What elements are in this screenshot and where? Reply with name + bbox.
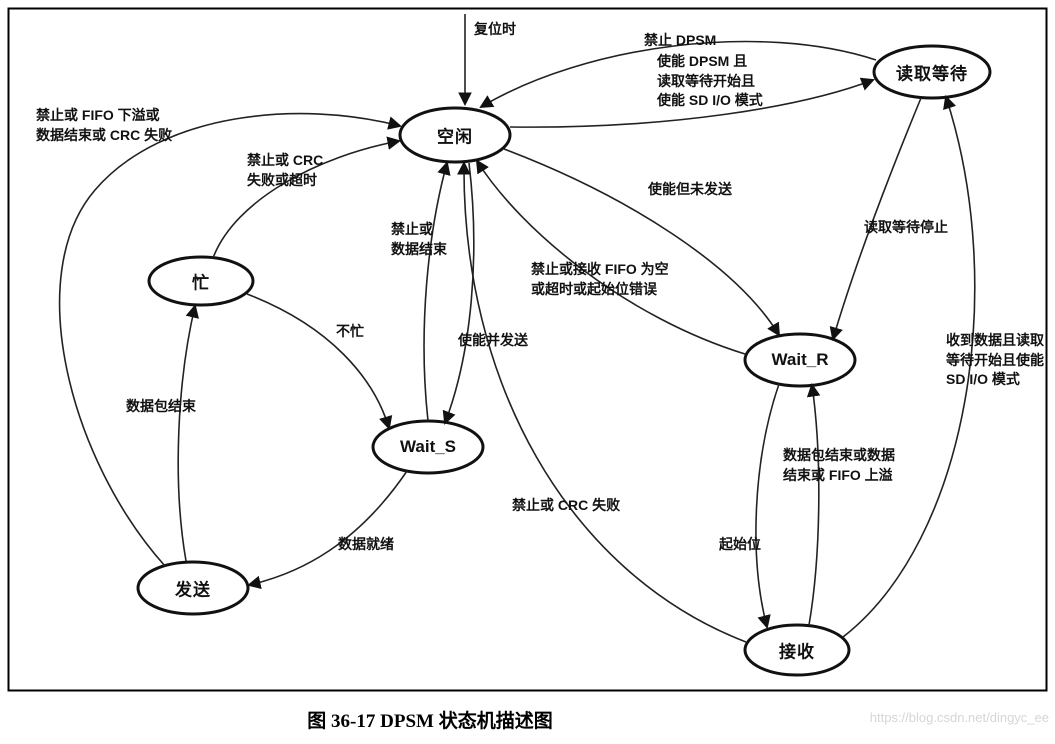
transition-label-data-received-readwait: 收到数据且读取 等待开始且使能 SD I/O 模式 xyxy=(946,332,1044,388)
state-ellipse-busy xyxy=(147,255,255,307)
transition-label-reset: 复位时 xyxy=(474,21,516,37)
transition-arrow-waits-to-idle xyxy=(423,161,451,422)
state-diagram-canvas xyxy=(7,7,1048,692)
transition-arrow-send-to-idle xyxy=(58,112,402,567)
state-label-receive: 接收 xyxy=(779,642,815,662)
transition-label-disable-rxfifo-empty: 禁止或接收 FIFO 为空 或超时或起始位错误 xyxy=(531,261,669,297)
transition-label-packet-end: 数据包结束 xyxy=(126,398,196,414)
figure-caption: 图 36-17 DPSM 状态机描述图 xyxy=(307,711,553,732)
state-ellipse-receive xyxy=(743,623,851,677)
transition-arrow-idle-to-readwait xyxy=(509,77,875,128)
state-ellipse-idle xyxy=(398,106,512,164)
transition-label-readwait-stop: 读取等待停止 xyxy=(864,219,948,235)
state-label-send: 发送 xyxy=(175,580,211,600)
state-label-wait-r: Wait_R xyxy=(771,350,829,369)
transition-label-disable-dpsm: 禁止 DPSM xyxy=(644,32,717,48)
transition-arrow-idle-to-waits xyxy=(442,162,475,425)
transition-arrow-waitr-to-idle xyxy=(475,159,746,355)
state-label-wait-s: Wait_S xyxy=(399,437,457,456)
state-label-idle: 空闲 xyxy=(437,127,473,147)
transition-label-not-busy: 不忙 xyxy=(336,323,364,339)
transition-arrow-busy-to-waits xyxy=(246,293,393,430)
state-label-read-wait: 读取等待 xyxy=(896,64,968,84)
state-ellipse-read-wait xyxy=(872,44,992,100)
transition-label-disable-crc-fail: 禁止或 CRC 失败 xyxy=(512,497,621,513)
transition-arrow-receive-to-waitr xyxy=(806,382,821,626)
transition-label-enabled-not-sent: 使能但未发送 xyxy=(648,181,732,197)
transition-label-disable-fifo-underrun: 禁止或 FIFO 下溢或 数据结束或 CRC 失败 xyxy=(36,107,173,143)
state-label-busy: 忙 xyxy=(192,273,210,293)
transition-arrow-readwait-to-waitr xyxy=(829,97,922,341)
transition-arrow-idle-to-waitr xyxy=(503,148,781,337)
transition-label-packet-end-fifo-overrun: 数据包结束或数据 结束或 FIFO 上溢 xyxy=(783,447,895,483)
transition-arrow-waits-to-send xyxy=(247,470,408,590)
transition-arrow-send-to-busy xyxy=(177,304,199,562)
transition-label-disable-crc-timeout: 禁止或 CRC 失败或超时 xyxy=(247,152,324,188)
transition-arrow-receive-to-readwait xyxy=(842,95,976,638)
transition-label-enable-dpsm-readwait: 使能 DPSM 且 读取等待开始且 使能 SD I/O 模式 xyxy=(657,53,763,109)
watermark: https://blog.csdn.net/dingyc_ee xyxy=(869,710,1049,725)
transition-arrow-waitr-to-receive xyxy=(755,383,780,629)
transition-arrow-busy-to-idle xyxy=(212,136,402,259)
transition-label-enable-and-send: 使能并发送 xyxy=(458,332,528,348)
transition-label-disable-data-end: 禁止或 数据结束 xyxy=(391,221,447,257)
transition-label-data-ready: 数据就绪 xyxy=(338,536,394,552)
state-ellipse-wait-r xyxy=(743,332,857,388)
transition-arrow-readwait-to-idle xyxy=(479,40,877,109)
diagram-border xyxy=(7,7,1048,692)
transition-label-start-bit: 起始位 xyxy=(719,536,761,552)
transition-arrow-receive-to-idle xyxy=(457,160,747,643)
